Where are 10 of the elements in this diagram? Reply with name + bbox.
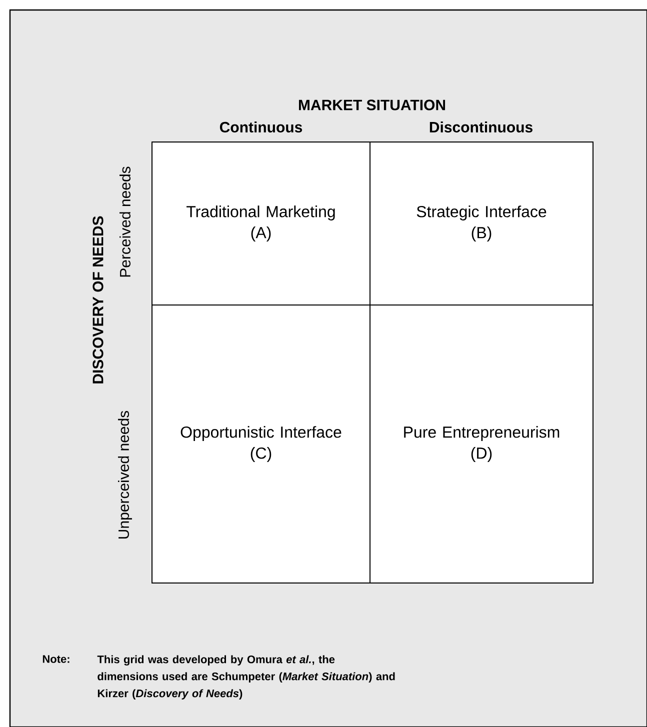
grid-cell: Traditional Marketing (A) [152, 142, 370, 306]
grid-cell: Strategic Interface (B) [370, 142, 594, 306]
axis-title: DISCOVERY OF NEEDS [92, 216, 104, 384]
axis-title: MARKET SITUATION [298, 100, 446, 110]
note-label: Note: [42, 655, 70, 663]
grid-cell: Pure Entrepreneurism (D) [370, 304, 594, 584]
grid-cell: Opportunistic Interface (C) [152, 304, 370, 584]
note-text: This grid was developed by Omura et al., the dimensions used are Schumpeter (Market Situation) and Kirzer (Discovery of Needs) [97, 655, 395, 700]
axis-label: Unperceived needs [118, 410, 132, 538]
axis-label: Perceived needs [120, 166, 130, 277]
